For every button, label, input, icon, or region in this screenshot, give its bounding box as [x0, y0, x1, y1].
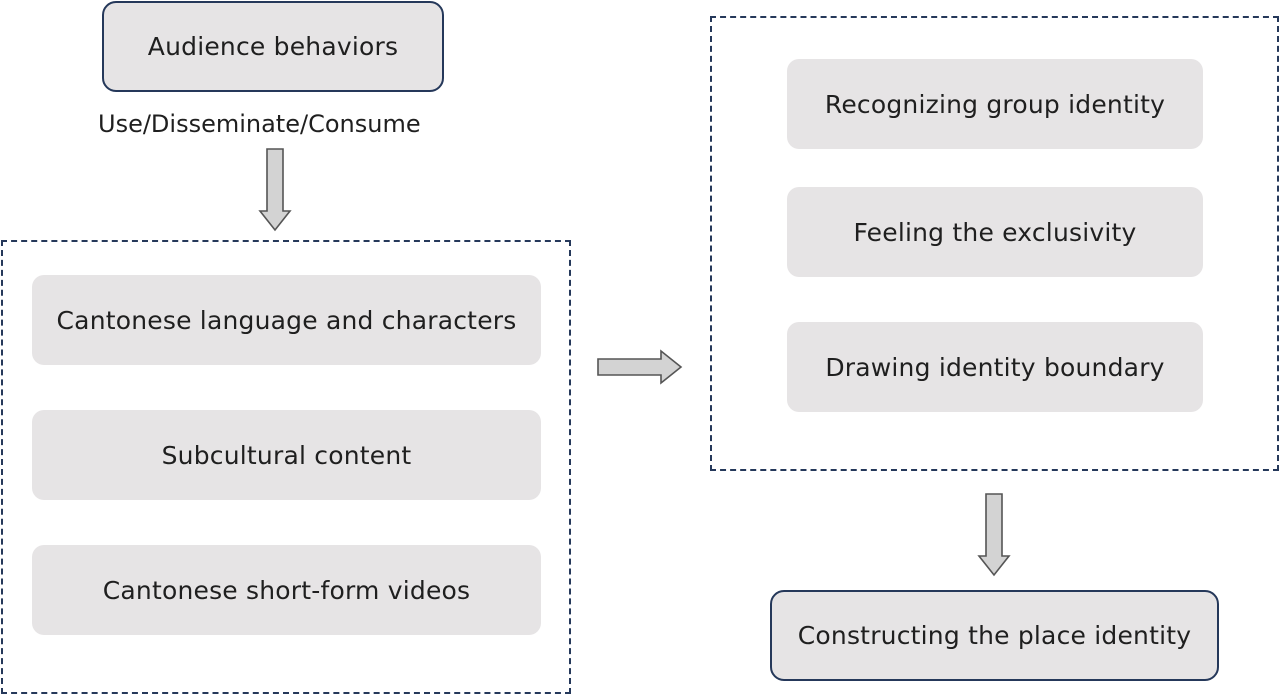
- behaviors-caption: Use/Disseminate/Consume: [98, 110, 421, 138]
- identity-item-exclusivity: Feeling the exclusivity: [787, 187, 1203, 277]
- identity-item-boundary: Drawing identity boundary: [787, 322, 1203, 412]
- down-arrow-icon: [258, 148, 292, 232]
- down-arrow-icon: [977, 493, 1011, 577]
- audience-behaviors-label: Audience behaviors: [147, 32, 399, 61]
- identity-group-frame: [710, 16, 1279, 471]
- place-identity-label: Constructing the place identity: [797, 621, 1192, 650]
- identity-item-label: Recognizing group identity: [824, 89, 1166, 119]
- content-group-frame: [1, 240, 571, 694]
- right-arrow-icon: [597, 349, 683, 385]
- content-item-subcultural: Subcultural content: [32, 410, 541, 500]
- content-item-label: Cantonese short-form videos: [102, 575, 471, 605]
- content-item-label: Subcultural content: [161, 440, 412, 470]
- content-item-short-videos: Cantonese short-form videos: [32, 545, 541, 635]
- content-item-label: Cantonese language and characters: [56, 305, 517, 335]
- place-identity-box: Constructing the place identity: [770, 590, 1219, 681]
- identity-item-label: Feeling the exclusivity: [853, 217, 1137, 247]
- identity-item-group-identity: Recognizing group identity: [787, 59, 1203, 149]
- content-item-cantonese-language: Cantonese language and characters: [32, 275, 541, 365]
- identity-item-label: Drawing identity boundary: [825, 352, 1165, 382]
- audience-behaviors-box: Audience behaviors: [102, 1, 444, 92]
